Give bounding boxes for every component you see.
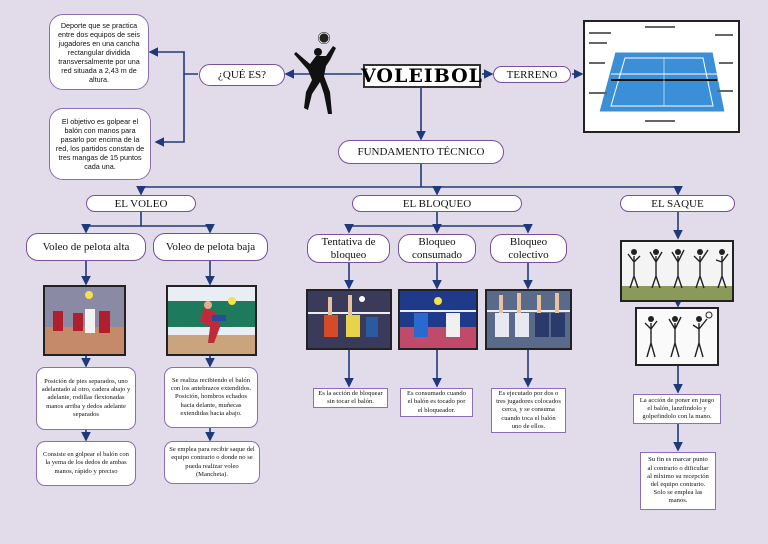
- bloqueo-consumado-note: Es consumado cuando el balón es tocado p…: [400, 388, 473, 417]
- saque-note-2: Su fin es marcar punto al contrario o di…: [640, 452, 716, 510]
- volleyball-player-icon: [294, 32, 336, 114]
- fundamento-tecnico-node: FUNDAMENTO TÉCNICO: [338, 140, 504, 164]
- voleo-alta-node: Voleo de pelota alta: [26, 233, 146, 261]
- bloqueo-colectivo-note: Es ejecutado por dos o tres jugadores co…: [491, 388, 566, 433]
- voleo-alta-photo: [43, 285, 126, 356]
- saque-sequence-photo-1: [620, 240, 734, 302]
- main-title: VOLEIBOL: [361, 64, 484, 88]
- voleo-baja-note-1: Se realiza recibiendo el balón con los a…: [164, 367, 258, 428]
- tentativa-bloqueo-note: Es la acción de bloquear sin tocar el ba…: [313, 388, 388, 408]
- bloqueo-consumado-node: Bloqueo consumado: [398, 234, 476, 263]
- voleo-baja-photo: [166, 285, 257, 356]
- terreno-node: TERRENO: [493, 66, 571, 83]
- definition-bubble: Deporte que se practica entre dos equipo…: [49, 14, 149, 90]
- que-es-node: ¿QUÉ ES?: [199, 64, 285, 86]
- court-diagram-image: [583, 20, 740, 133]
- bloqueo-consumado-photo: [398, 289, 478, 350]
- voleo-baja-note-2: Se emplea para recibir saque del equipo …: [164, 441, 260, 484]
- voleo-alta-note-2: Consiste en golpear el balón con la yema…: [36, 441, 136, 486]
- saque-node: EL SAQUE: [620, 195, 735, 212]
- bloqueo-node: EL BLOQUEO: [352, 195, 522, 212]
- voleo-alta-note-1: Posición de pies separados, uno adelanta…: [36, 367, 136, 430]
- voleo-baja-node: Voleo de pelota baja: [153, 233, 268, 261]
- bloqueo-colectivo-node: Bloqueo colectivo: [490, 234, 567, 263]
- voleo-node: EL VOLEO: [86, 195, 196, 212]
- saque-note-1: La acción de poner en juego el balón, la…: [633, 394, 721, 424]
- saque-sequence-photo-2: [635, 307, 719, 366]
- tentativa-bloqueo-photo: [306, 289, 392, 350]
- objective-bubble: El objetivo es golpear el balón con mano…: [49, 108, 151, 180]
- tentativa-bloqueo-node: Tentativa de bloqueo: [307, 234, 390, 263]
- bloqueo-colectivo-photo: [485, 289, 572, 350]
